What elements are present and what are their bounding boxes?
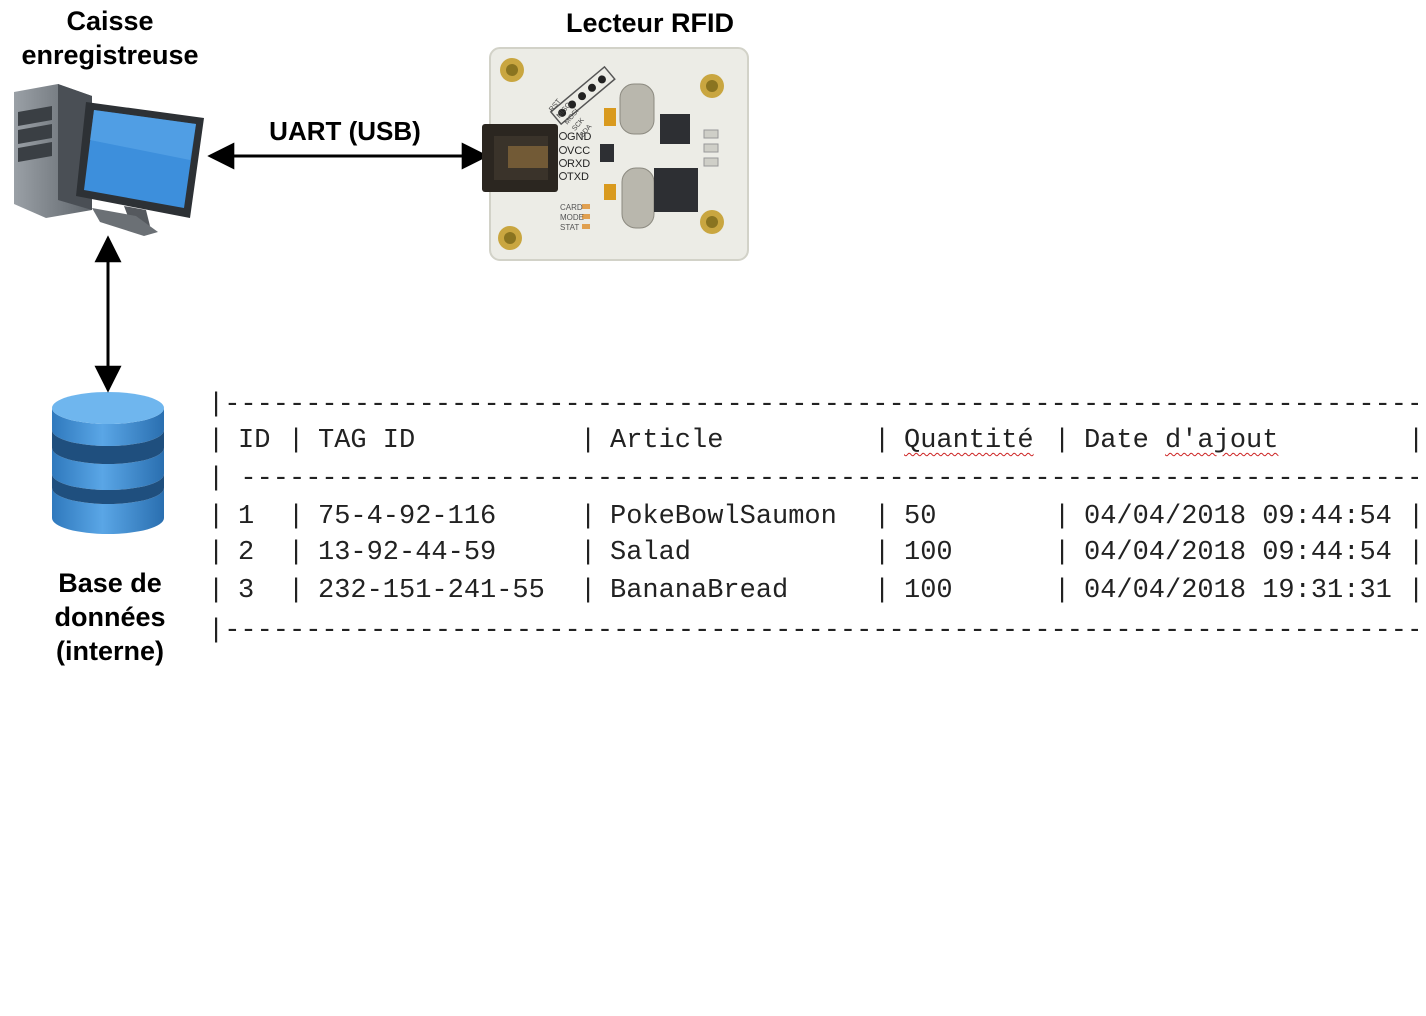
cash-register-label-line1: Caisse [66, 6, 154, 36]
rfid-pin-label: RXD [567, 158, 590, 170]
database-label-line2: données [54, 602, 166, 632]
rfid-led-label: CARD [560, 203, 583, 212]
table-border-line: |---------------------------------------… [208, 616, 1418, 646]
table-row: | 2 | 13-92-44-59 | Salad | 100 | 04/04/… [208, 538, 1425, 568]
table-cell-date: 04/04/2018 09:44:54 [1084, 538, 1392, 568]
table-cell-article: PokeBowlSaumon [610, 502, 837, 532]
table-border-line: | --------------------------------------… [208, 464, 1418, 494]
table-cell-date: 04/04/2018 19:31:31 [1084, 576, 1392, 606]
table-cell-quantity: 100 [904, 576, 953, 606]
rfid-pin-label: TXD [567, 171, 589, 183]
database-label-line1: Base de [58, 568, 162, 598]
rfid-board-icon [482, 47, 749, 261]
rfid-pin-label: GND [567, 131, 592, 143]
table-border-top: |---------------------------------------… [208, 388, 1418, 422]
table-row: | 1 | 75-4-92-116 | PokeBowlSaumon | 50 … [208, 502, 1425, 532]
cash-register-label-line2: enregistreuse [21, 40, 199, 70]
table-border-line: |---------------------------------------… [208, 390, 1418, 420]
table-cell-date: 04/04/2018 09:44:54 [1084, 502, 1392, 532]
cash-register-label: Caisse enregistreuse [0, 4, 220, 72]
table-cell-quantity: 100 [904, 538, 953, 568]
table-row: | 3 | 232-151-241-55 | BananaBread | 100… [208, 576, 1425, 606]
table-separator: | --------------------------------------… [208, 462, 1418, 496]
table-border-bottom: |---------------------------------------… [208, 614, 1418, 648]
database-label-line3: (interne) [56, 636, 164, 666]
table-cell-id: 1 [238, 502, 255, 532]
database-icon [52, 392, 164, 534]
database-label: Base de données (interne) [20, 566, 200, 668]
table-cell-id: 2 [238, 538, 255, 568]
table-header-row: | ID | TAG ID | Article | Quantité | Dat… [208, 426, 1425, 456]
table-header-id: ID [238, 426, 271, 456]
table-cell-tag-id: 13-92-44-59 [318, 538, 497, 568]
computer-icon [14, 84, 204, 236]
table-cell-tag-id: 232-151-241-55 [318, 576, 545, 606]
rfid-pin-label: VCC [567, 145, 590, 157]
diagram-canvas: GND VCC RXD TXD CARD MODE STAT RST MISO … [14, 47, 749, 534]
table-cell-tag-id: 75-4-92-116 [318, 502, 497, 532]
table-header-quantity: Quantité [904, 426, 1034, 456]
table-header-date: Date d'ajout [1084, 426, 1279, 456]
table-cell-article: BananaBread [610, 576, 789, 606]
rfid-reader-label: Lecteur RFID [565, 8, 735, 38]
table-header-tag-id: TAG ID [318, 426, 416, 456]
table-cell-article: Salad [610, 538, 692, 568]
rfid-led-label: STAT [560, 223, 579, 232]
uart-connection-label: UART (USB) [269, 116, 421, 146]
table-header-article: Article [610, 426, 724, 456]
table-cell-quantity: 50 [904, 502, 937, 532]
table-cell-id: 3 [238, 576, 255, 606]
rfid-led-label: MODE [560, 213, 584, 222]
